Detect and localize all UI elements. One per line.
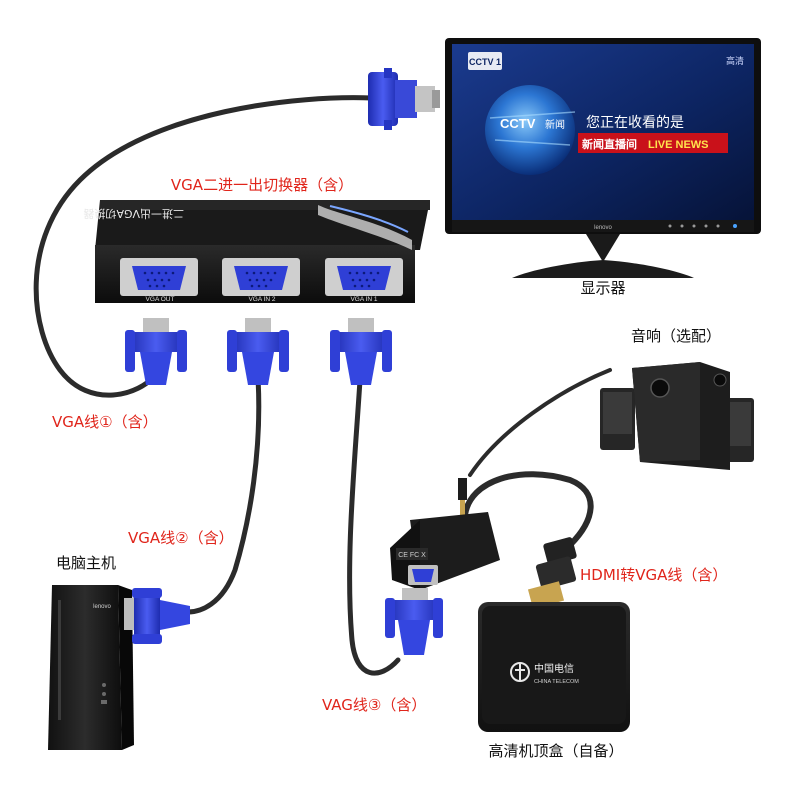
pc-brand: lenovo: [93, 604, 111, 610]
monitor-brand: lenovo: [594, 225, 612, 231]
tv-cctv: CCTV: [500, 116, 536, 131]
port-label-out: VGA OUT: [146, 296, 175, 303]
vga-switcher: 二进一出VGA切换器 VGA OUT VGA IN 2 VGA IN 1: [83, 200, 430, 303]
speaker-label: 音响（选配）: [631, 327, 721, 345]
set-top-box: 中国电信 CHINA TELECOM: [478, 602, 630, 732]
svg-text:二进一出VGA切换器: 二进一出VGA切换器: [83, 207, 184, 221]
stb-brand-cn: 中国电信: [534, 662, 574, 675]
switcher-label: VGA二进一出切换器（含）: [171, 176, 353, 194]
tv-channel-logo: CCTV 1: [469, 57, 501, 67]
switcher-port-in1: [325, 258, 403, 296]
adapter-brand: CE FC X: [398, 552, 426, 559]
hdmi-cable: [462, 471, 594, 548]
audio-plug: [458, 478, 467, 516]
monitor-label: 显示器: [580, 279, 625, 297]
speakers: [600, 362, 754, 470]
cable2-label: VGA线②（含）: [128, 529, 234, 547]
cable-3: [347, 377, 401, 676]
tv-news-line2: 新闻直播间: [582, 137, 637, 151]
hdmi-vga-adapter: CE FC X: [390, 512, 500, 590]
pc-label: 电脑主机: [56, 554, 116, 572]
monitor: CCTV 1 高清 CCTV 新闻 您正在收看的是 新闻直播间 LIVE NEW…: [445, 38, 761, 278]
tv-corner: 高清: [726, 55, 744, 67]
cable-2: [185, 375, 262, 615]
stb-label: 高清机顶盒（自备）: [488, 742, 623, 760]
cable1-label: VGA线①（含）: [52, 413, 158, 431]
cables: [33, 95, 612, 676]
hdmi-plug: [527, 537, 577, 609]
cable3-label: VAG线③（含）: [322, 696, 426, 714]
hdmi-label: HDMI转VGA线（含）: [580, 566, 727, 584]
stb-brand-en: CHINA TELECOM: [534, 679, 579, 685]
vga-plug-in1: [330, 318, 392, 385]
vga-connector-monitor: [368, 68, 440, 130]
switcher-port-out: [120, 258, 198, 296]
switcher-port-in2: [222, 258, 300, 296]
port-label-in1: VGA IN 1: [350, 296, 377, 303]
cable-1: [33, 95, 375, 398]
vga-plug-pc: [124, 588, 190, 644]
pc-tower: lenovo: [48, 585, 134, 750]
audio-cable: [468, 368, 612, 477]
vga-plug-adapter: [385, 588, 443, 655]
vga-plug-out: [125, 318, 187, 385]
tv-news-line3: LIVE NEWS: [648, 139, 709, 151]
tv-cctv-sub: 新闻: [545, 118, 565, 131]
tv-news-line1: 您正在收看的是: [586, 114, 684, 131]
port-label-in2: VGA IN 2: [248, 296, 275, 303]
vga-plug-in2: [227, 318, 289, 385]
